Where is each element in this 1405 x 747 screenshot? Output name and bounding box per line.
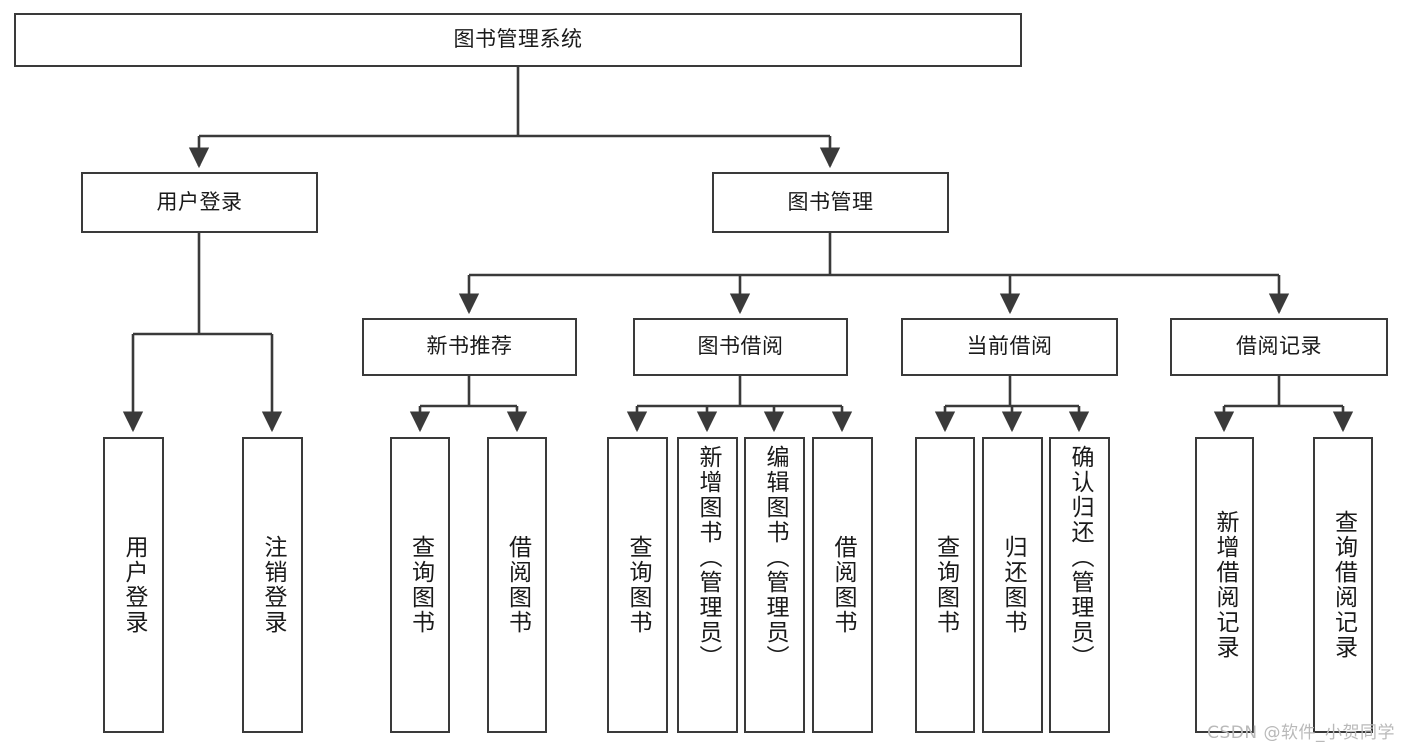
watermark-text: CSDN @软件_小贺同学	[1207, 723, 1395, 743]
node-label: 新增图书（管理员）	[695, 445, 721, 670]
node-current-borrow[interactable]: 当前借阅	[901, 318, 1118, 376]
leaf-return-book[interactable]: 归还图书	[982, 437, 1043, 733]
leaf-add-borrow-record[interactable]: 新增借阅记录	[1195, 437, 1254, 733]
node-label: 图书管理系统	[453, 27, 583, 52]
node-label: 新书推荐	[426, 334, 513, 359]
leaf-query-book-recommend[interactable]: 查询图书	[390, 437, 450, 733]
node-label: 查询图书	[932, 535, 959, 635]
node-book-borrow[interactable]: 图书借阅	[633, 318, 848, 376]
node-label: 新增借阅记录	[1212, 510, 1238, 660]
node-label: 编辑图书（管理员）	[762, 445, 788, 670]
node-label: 注销登录	[260, 535, 286, 635]
node-label: 确认归还（管理员）	[1067, 445, 1093, 670]
leaf-add-book-admin[interactable]: 新增图书（管理员）	[677, 437, 738, 733]
node-label: 图书借阅	[697, 334, 784, 359]
leaf-query-book-borrow[interactable]: 查询图书	[607, 437, 668, 733]
leaf-edit-book-admin[interactable]: 编辑图书（管理员）	[744, 437, 805, 733]
node-root-system[interactable]: 图书管理系统	[14, 13, 1022, 67]
node-borrow-record[interactable]: 借阅记录	[1170, 318, 1388, 376]
leaf-confirm-return-admin[interactable]: 确认归还（管理员）	[1049, 437, 1110, 733]
node-label: 查询图书	[625, 535, 651, 635]
node-user-login[interactable]: 用户登录	[81, 172, 318, 233]
node-new-book-recommend[interactable]: 新书推荐	[362, 318, 577, 376]
node-label: 借阅图书	[830, 535, 856, 635]
node-label: 借阅记录	[1236, 334, 1322, 359]
node-label: 借阅图书	[504, 535, 531, 635]
node-label: 归还图书	[1000, 535, 1026, 635]
node-label: 用户登录	[121, 535, 147, 635]
node-label: 查询图书	[407, 535, 434, 635]
leaf-query-borrow-record[interactable]: 查询借阅记录	[1313, 437, 1373, 733]
leaf-user-login[interactable]: 用户登录	[103, 437, 164, 733]
node-book-management[interactable]: 图书管理	[712, 172, 949, 233]
node-label: 查询借阅记录	[1330, 510, 1357, 660]
node-label: 当前借阅	[966, 334, 1053, 359]
leaf-borrow-book-recommend[interactable]: 借阅图书	[487, 437, 547, 733]
leaf-user-logout[interactable]: 注销登录	[242, 437, 303, 733]
node-label: 图书管理	[787, 189, 874, 214]
node-label: 用户登录	[156, 189, 243, 214]
leaf-query-book-current[interactable]: 查询图书	[915, 437, 975, 733]
leaf-borrow-book[interactable]: 借阅图书	[812, 437, 873, 733]
